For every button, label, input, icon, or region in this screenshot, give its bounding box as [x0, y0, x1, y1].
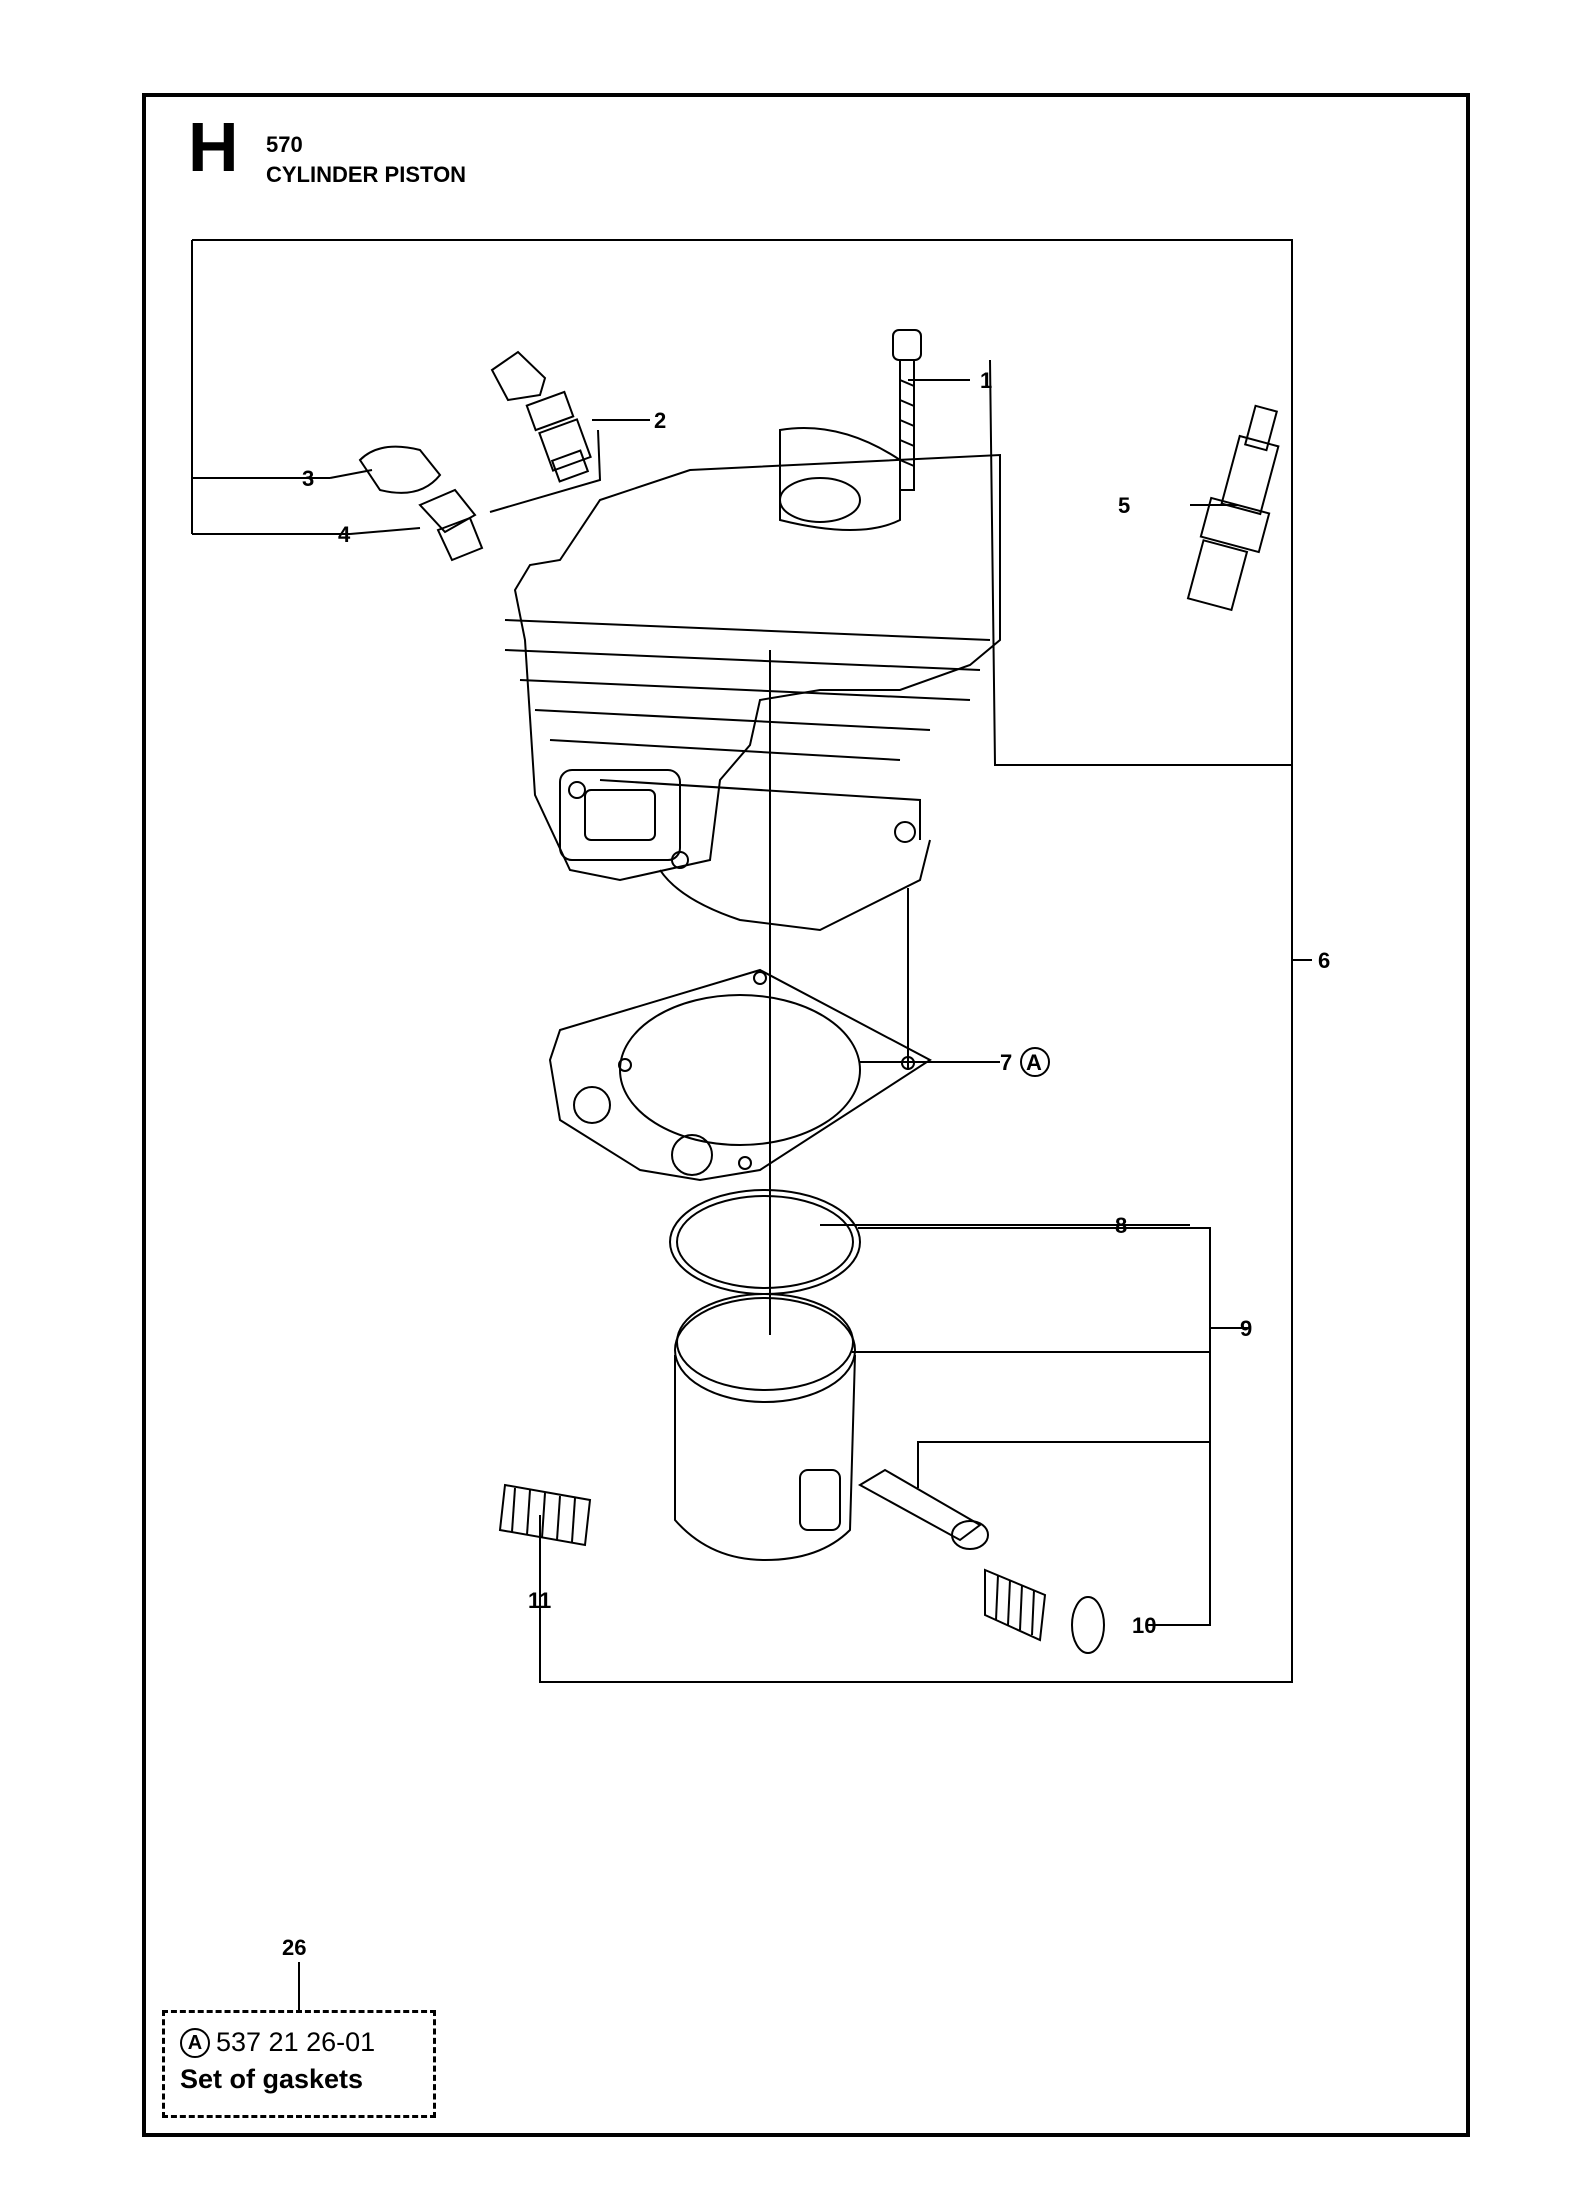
part-plug	[418, 488, 484, 562]
leader-lines	[489, 379, 1238, 1570]
page-frame	[142, 93, 1470, 2137]
section-title: CYLINDER PISTON	[266, 162, 467, 187]
part-piston	[674, 1293, 856, 1562]
callout-9: 9	[1240, 1316, 1252, 1341]
part-plug-cap	[358, 445, 442, 494]
callout-7: 7	[1000, 1050, 1012, 1075]
callout-3: 3	[302, 466, 314, 491]
callout-4: 4	[338, 522, 351, 547]
part-needle-bearing-small	[984, 1568, 1047, 1642]
part-piston-ring	[669, 1189, 861, 1295]
kit-name: Set of gaskets	[180, 2064, 364, 2094]
kit-box	[162, 2010, 436, 2118]
part-needle-bearing	[498, 1483, 592, 1547]
part-circlip	[1071, 1596, 1105, 1654]
gasket-kit-mark-letter: A	[1026, 1050, 1042, 1075]
callout-1: 1	[980, 368, 992, 393]
group-bracket-6	[191, 239, 1312, 1683]
callout-5: 5	[1118, 493, 1130, 518]
part-decomp-valve	[490, 350, 592, 483]
kit-ref-number: 26	[282, 1935, 307, 1960]
leader-cylinder-6	[989, 359, 1292, 766]
part-gudgeon-pin	[857, 1468, 989, 1550]
model-number: 570	[266, 132, 303, 157]
callout-10: 10	[1132, 1613, 1156, 1638]
callout-6: 6	[1318, 948, 1330, 973]
group-bracket-3-4	[192, 469, 421, 535]
callout-2: 2	[654, 408, 666, 433]
part-base-gasket	[548, 968, 932, 1182]
kit-mark: A	[180, 2027, 210, 2058]
part-spark-plug	[1186, 404, 1280, 612]
gasket-kit-mark: A	[1020, 1047, 1050, 1077]
kit-part-number: 537 21 26-01	[216, 2027, 376, 2057]
section-letter: H	[188, 108, 239, 186]
callout-11: 11	[528, 1588, 551, 1613]
callout-8: 8	[1115, 1213, 1127, 1238]
group-bracket-9	[852, 1227, 1250, 1626]
part-cylinder	[504, 427, 1001, 932]
part-screw	[892, 329, 922, 491]
kit-code: A 537 21 26-01	[180, 2027, 375, 2058]
